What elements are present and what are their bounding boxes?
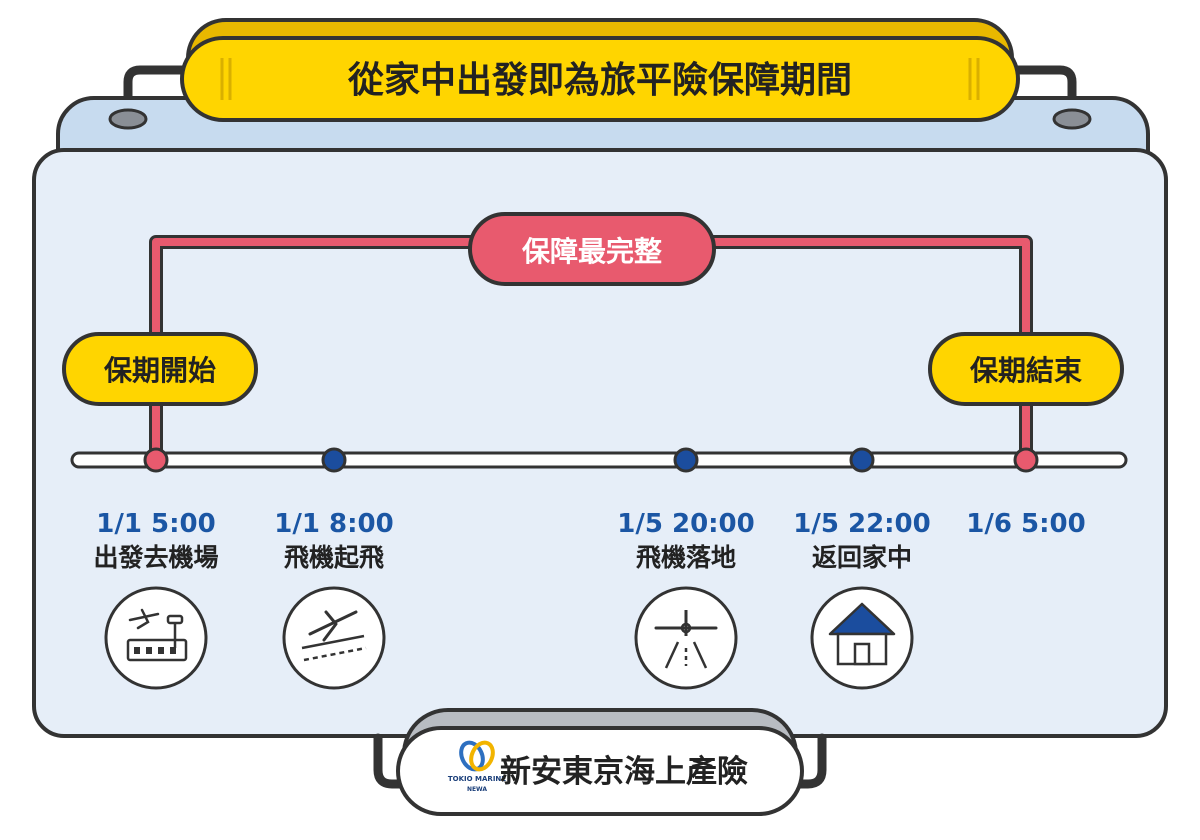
timeline-track — [70, 451, 1128, 469]
timeline-event: 1/1 5:00 出發去機場 — [93, 447, 219, 690]
period-start-badge — [62, 332, 258, 406]
suitcase-handle-left — [123, 65, 205, 123]
event-label: 返回家中 — [812, 543, 912, 572]
plane-landing-icon — [634, 586, 738, 690]
event-marker — [321, 447, 347, 473]
suitcase-handle-right — [995, 65, 1077, 123]
event-time: 1/1 8:00 — [274, 509, 393, 539]
period-start-marker — [143, 447, 169, 473]
coverage-label: 保障最完整 — [522, 235, 662, 268]
event-time: 1/5 20:00 — [617, 509, 755, 539]
brand-name: 新安東京海上產險 — [500, 754, 748, 790]
event-label: 飛機落地 — [636, 543, 736, 572]
timeline-event: 1/1 8:00 飛機起飛 — [274, 447, 394, 690]
page-title: 從家中出發即為旅平險保障期間 — [347, 60, 852, 101]
timeline-event: 1/5 20:00 飛機落地 — [617, 447, 755, 690]
period-start-label: 保期開始 — [104, 354, 216, 387]
event-label: 出發去機場 — [93, 543, 218, 572]
tokio-marine-logo: TOKIO MARINE NEWA — [448, 740, 506, 793]
timeline-event: 1/5 22:00 返回家中 — [793, 447, 931, 690]
airport-icon — [104, 586, 208, 690]
logo-subtext: NEWA — [467, 786, 487, 793]
event-marker — [849, 447, 875, 473]
period-end-badge — [928, 332, 1124, 406]
event-label: 飛機起飛 — [284, 543, 384, 572]
title-banner — [180, 36, 1020, 122]
period-end-marker — [1013, 447, 1039, 473]
event-time: 1/1 5:00 — [96, 509, 215, 539]
handle-bolt-left — [108, 108, 148, 130]
event-marker — [673, 447, 699, 473]
event-time: 1/5 22:00 — [793, 509, 931, 539]
event-time: 1/6 5:00 — [966, 509, 1085, 539]
brand-plate — [396, 726, 804, 816]
plane-takeoff-icon — [282, 586, 386, 690]
logo-text: TOKIO MARINE — [448, 775, 506, 783]
handle-bolt-right — [1052, 108, 1092, 130]
home-icon — [810, 586, 914, 690]
period-end-label: 保期結束 — [970, 354, 1082, 387]
timeline-event: 1/6 5:00 — [966, 447, 1086, 539]
coverage-badge — [468, 212, 716, 286]
